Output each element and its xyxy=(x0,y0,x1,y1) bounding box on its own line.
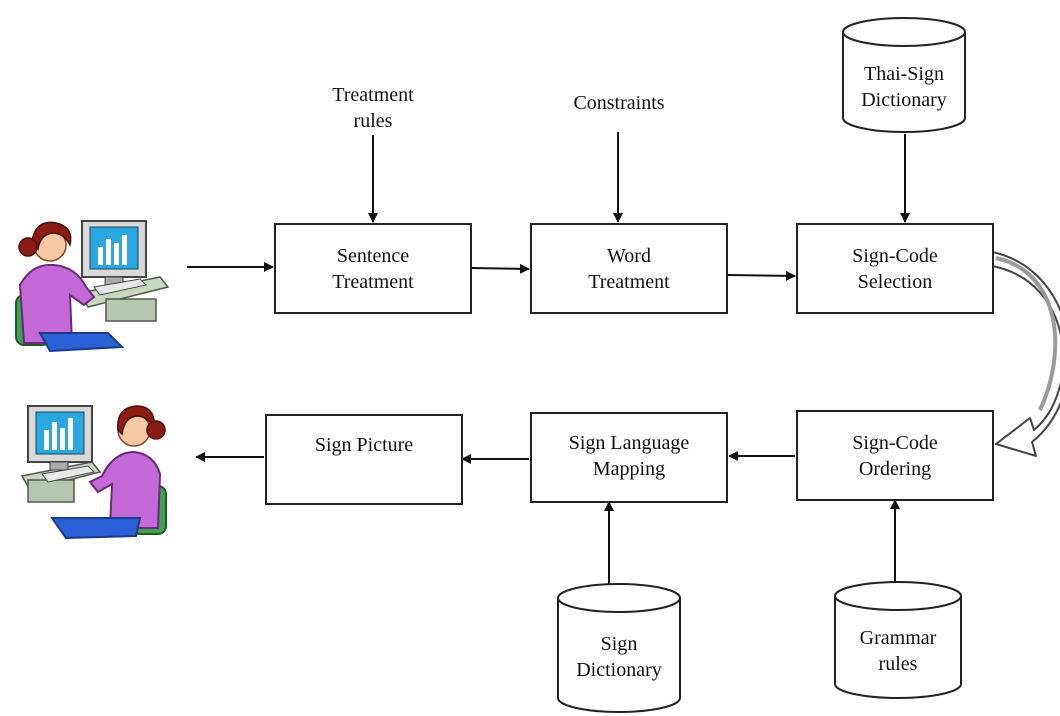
sentence-treatment-line-2: Treatment xyxy=(332,270,414,293)
arrow-selection-to-ordering xyxy=(991,251,1060,457)
sign-dictionary-line-2: Dictionary xyxy=(576,659,662,681)
grammar-rules-label: Grammar rules xyxy=(835,625,961,677)
thai-sign-dictionary-line-1: Thai-Sign xyxy=(864,63,944,85)
grammar-rules-line-2: rules xyxy=(878,653,918,675)
treatment-rules-label: Treatment rules xyxy=(303,82,443,134)
sign-dictionary-cylinder xyxy=(557,583,681,713)
treatment-rules-line-1: Treatment xyxy=(332,84,414,106)
treatment-rules-line-2: rules xyxy=(353,110,393,132)
output-user-icon xyxy=(20,405,167,540)
sentence-treatment-box: Sentence Treatment xyxy=(274,223,472,314)
sign-code-selection-box: Sign-Code Selection xyxy=(796,223,994,314)
sign-code-selection-line-1: Sign-Code xyxy=(852,244,938,267)
sign-language-mapping-line-2: Mapping xyxy=(592,458,666,480)
grammar-rules-line-1: Grammar xyxy=(859,627,937,649)
sign-picture-label: Sign Picture xyxy=(314,434,414,456)
sign-code-selection-line-2: Selection xyxy=(857,270,933,293)
input-user-icon xyxy=(15,220,170,353)
sign-code-ordering-line-1: Sign-Code xyxy=(852,431,938,454)
thai-sign-dictionary-label: Thai-Sign Dictionary xyxy=(843,61,965,113)
arrow-sentence-to-word-treatment xyxy=(471,263,530,274)
word-treatment-line-2: Treatment xyxy=(588,270,670,293)
word-treatment-line-1: Word xyxy=(607,244,651,267)
sign-language-mapping-box: Sign Language Mapping xyxy=(530,412,728,503)
sign-dictionary-line-1: Sign xyxy=(600,633,638,655)
sign-picture-box: Sign Picture xyxy=(265,414,463,505)
sign-language-mapping-line-1: Sign Language xyxy=(568,432,690,454)
constraints-label: Constraints xyxy=(544,90,694,116)
sign-code-ordering-box: Sign-Code Ordering xyxy=(796,410,994,501)
sign-dictionary-label: Sign Dictionary xyxy=(558,631,680,683)
sign-code-ordering-line-2: Ordering xyxy=(858,457,932,480)
thai-sign-dictionary-cylinder xyxy=(842,17,966,133)
grammar-rules-cylinder xyxy=(834,581,962,699)
constraints-line-1: Constraints xyxy=(573,92,665,114)
sentence-treatment-line-1: Sentence xyxy=(336,244,410,267)
word-treatment-box: Word Treatment xyxy=(530,223,728,314)
arrow-word-to-sign-code-selection xyxy=(727,270,796,281)
thai-sign-dictionary-line-2: Dictionary xyxy=(861,89,947,111)
